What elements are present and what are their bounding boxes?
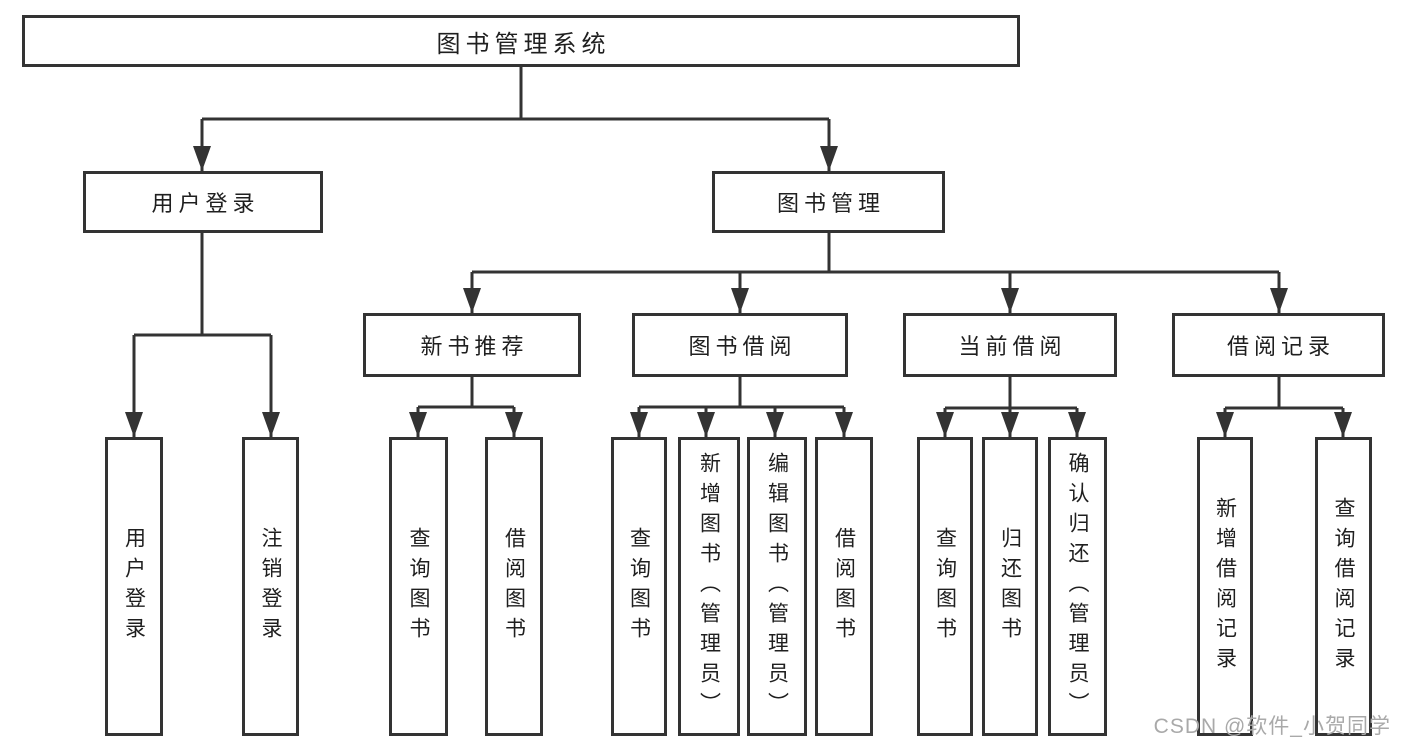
node-label: 用户登录 — [151, 191, 260, 216]
arrowhead-icon — [1068, 412, 1086, 437]
node-label: 查询图书 — [933, 526, 957, 647]
arrowhead-icon — [697, 412, 715, 437]
node-leaf-add-borrow-record: 新增借阅记录 — [1197, 437, 1253, 736]
node-leaf-query-borrow-record: 查询借阅记录 — [1315, 437, 1372, 736]
node-label: 图书管理 — [776, 191, 885, 216]
node-label: 归还图书 — [998, 526, 1022, 647]
arrowhead-icon — [1270, 288, 1288, 313]
node-label: 用户登录 — [122, 526, 146, 647]
node-leaf-query-books: 查询图书 — [611, 437, 667, 736]
node-book-borrowing: 图书借阅 — [632, 313, 848, 377]
node-label: 图书管理系统 — [436, 30, 611, 58]
node-label: 借阅图书 — [832, 526, 856, 647]
node-label: 图书借阅 — [688, 334, 797, 359]
arrowhead-icon — [463, 288, 481, 313]
arrowhead-icon — [835, 412, 853, 437]
node-label: 新书推荐 — [420, 334, 529, 359]
node-leaf-query-books: 查询图书 — [389, 437, 448, 736]
arrowhead-icon — [262, 412, 280, 437]
node-user-login: 用户登录 — [83, 171, 323, 233]
node-label: 编辑图书（管理员） — [765, 451, 789, 722]
node-label: 新增借阅记录 — [1213, 496, 1237, 677]
arrowhead-icon — [766, 412, 784, 437]
node-leaf-borrow-books: 借阅图书 — [485, 437, 543, 736]
node-label: 借阅记录 — [1226, 334, 1335, 359]
node-leaf-borrow-books: 借阅图书 — [815, 437, 873, 736]
arrowhead-icon — [125, 412, 143, 437]
node-label: 借阅图书 — [502, 526, 526, 647]
node-leaf-edit-books-admin: 编辑图书（管理员） — [747, 437, 807, 736]
node-label: 查询图书 — [627, 526, 651, 647]
arrowhead-icon — [1001, 412, 1019, 437]
arrowhead-icon — [409, 412, 427, 437]
arrowhead-icon — [820, 146, 838, 171]
arrowhead-icon — [1216, 412, 1234, 437]
node-leaf-confirm-return-admin: 确认归还（管理员） — [1048, 437, 1107, 736]
node-library-management-system: 图书管理系统 — [22, 15, 1020, 67]
node-new-book-recommendation: 新书推荐 — [363, 313, 581, 377]
node-label: 注销登录 — [259, 526, 282, 647]
arrowhead-icon — [193, 146, 211, 171]
node-leaf-logout: 注销登录 — [242, 437, 299, 736]
node-label: 确认归还（管理员） — [1066, 451, 1089, 722]
node-label: 新增图书（管理员） — [697, 451, 721, 722]
node-leaf-add-books-admin: 新增图书（管理员） — [678, 437, 740, 736]
node-label: 查询借阅记录 — [1332, 496, 1355, 677]
node-leaf-query-books: 查询图书 — [917, 437, 973, 736]
arrowheads — [125, 146, 1352, 437]
arrowhead-icon — [731, 288, 749, 313]
node-leaf-return-books: 归还图书 — [982, 437, 1038, 736]
arrowhead-icon — [1334, 412, 1352, 437]
node-book-management: 图书管理 — [712, 171, 945, 233]
node-current-borrowing: 当前借阅 — [903, 313, 1117, 377]
arrowhead-icon — [505, 412, 523, 437]
arrowhead-icon — [936, 412, 954, 437]
node-leaf-user-login: 用户登录 — [105, 437, 163, 736]
node-label: 查询图书 — [407, 526, 430, 647]
watermark: CSDN @软件_小贺同学 — [1153, 715, 1391, 738]
arrowhead-icon — [1001, 288, 1019, 313]
node-borrowing-records: 借阅记录 — [1172, 313, 1385, 377]
arrowhead-icon — [630, 412, 648, 437]
node-label: 当前借阅 — [958, 334, 1067, 359]
